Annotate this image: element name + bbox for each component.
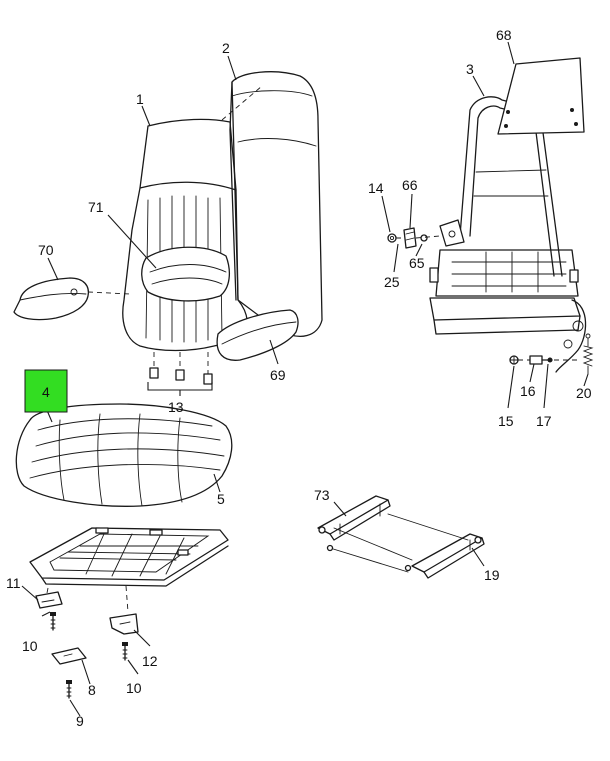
callout-71[interactable]: 71 bbox=[88, 199, 104, 215]
callout-20[interactable]: 20 bbox=[576, 385, 592, 401]
bolt-10-right bbox=[122, 642, 128, 661]
callout-11[interactable]: 11 bbox=[6, 575, 21, 591]
hardware-15-16-17 bbox=[509, 355, 580, 365]
callout-66[interactable]: 66 bbox=[402, 177, 418, 193]
armrest-right bbox=[216, 309, 299, 361]
hardware-14-66-65-25 bbox=[387, 227, 441, 249]
seat-pan-frame bbox=[29, 527, 229, 587]
callout-10-right[interactable]: 10 bbox=[126, 680, 142, 696]
callout-65[interactable]: 65 bbox=[409, 255, 425, 271]
callout-1[interactable]: 1 bbox=[136, 91, 144, 107]
callout-8[interactable]: 8 bbox=[88, 682, 96, 698]
screw-9 bbox=[66, 680, 72, 699]
callout-12[interactable]: 12 bbox=[142, 653, 158, 669]
bracket-12 bbox=[109, 613, 139, 635]
bolt-10-left bbox=[50, 612, 56, 631]
callout-17[interactable]: 17 bbox=[536, 413, 552, 429]
leader-lines bbox=[21, 41, 589, 717]
seat-cushion bbox=[15, 403, 233, 507]
seat-back-cushion bbox=[122, 118, 248, 385]
callout-4[interactable]: 4 bbox=[42, 384, 50, 400]
armrest-left bbox=[13, 277, 90, 321]
callout-15[interactable]: 15 bbox=[498, 413, 514, 429]
seat-back-cover bbox=[229, 71, 323, 337]
bracket-11 bbox=[35, 591, 63, 609]
callout-69[interactable]: 69 bbox=[270, 367, 286, 383]
callout-16[interactable]: 16 bbox=[520, 383, 536, 399]
callout-19[interactable]: 19 bbox=[484, 567, 500, 583]
callout-68[interactable]: 68 bbox=[496, 27, 512, 43]
seat-track-assembly bbox=[317, 495, 485, 579]
callout-labels: 1 2 3 4 5 8 9 10 10 11 12 13 14 15 16 17… bbox=[6, 27, 592, 729]
callout-5[interactable]: 5 bbox=[217, 491, 225, 507]
callout-3[interactable]: 3 bbox=[466, 61, 474, 77]
callout-70[interactable]: 70 bbox=[38, 242, 54, 258]
callout-13[interactable]: 13 bbox=[168, 399, 184, 415]
callout-2[interactable]: 2 bbox=[222, 40, 230, 56]
callout-73[interactable]: 73 bbox=[314, 487, 330, 503]
callout-25[interactable]: 25 bbox=[384, 274, 400, 290]
callout-10-left[interactable]: 10 bbox=[22, 638, 38, 654]
callout-14[interactable]: 14 bbox=[368, 180, 384, 196]
callout-9[interactable]: 9 bbox=[76, 713, 84, 729]
panel-68 bbox=[497, 57, 585, 135]
spring-20 bbox=[582, 333, 594, 375]
plate-8 bbox=[51, 647, 87, 665]
highlight-box-part-4[interactable] bbox=[24, 369, 68, 413]
seat-back-frame bbox=[429, 96, 587, 373]
